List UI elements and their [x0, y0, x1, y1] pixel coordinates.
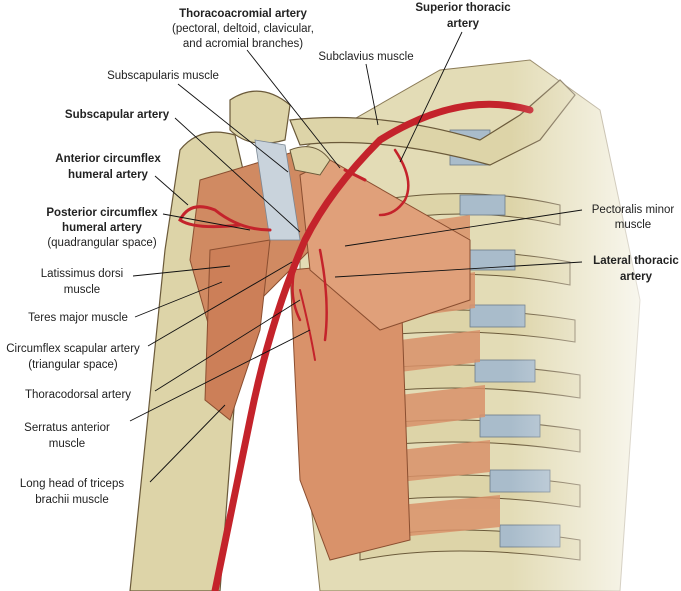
- labels: Thoracoacromial artery (pectoral, deltoi…: [6, 2, 679, 506]
- label-pectoralis-minor-2: muscle: [615, 219, 651, 231]
- label-anterior-circumflex-1: Anterior circumflex: [55, 153, 161, 165]
- label-pectoralis-minor-1: Pectoralis minor: [592, 204, 675, 216]
- label-posterior-circumflex-1: Posterior circumflex: [46, 207, 158, 219]
- label-triceps-1: Long head of triceps: [20, 478, 124, 490]
- label-lateral-thoracic-2: artery: [620, 271, 653, 283]
- label-circumflex-scapular-2: (triangular space): [28, 359, 118, 371]
- label-lateral-thoracic-1: Lateral thoracic: [593, 255, 679, 267]
- label-subscapularis: Subscapularis muscle: [107, 70, 219, 82]
- label-thoracoacromial-branches-2: and acromial branches): [183, 38, 303, 50]
- label-subscapular-artery: Subscapular artery: [65, 109, 170, 121]
- label-teres-major: Teres major muscle: [28, 312, 128, 324]
- leader-lines: [129, 31, 583, 483]
- label-thoracoacromial-branches-1: (pectoral, deltoid, clavicular,: [172, 23, 314, 35]
- label-latissimus-1: Latissimus dorsi: [41, 268, 123, 280]
- label-posterior-circumflex-2: humeral artery: [62, 222, 143, 234]
- label-thoracodorsal: Thoracodorsal artery: [25, 389, 131, 401]
- label-serratus-1: Serratus anterior: [24, 422, 110, 434]
- label-superior-thoracic-2: artery: [447, 18, 480, 30]
- label-posterior-circumflex-3: (quadrangular space): [47, 237, 156, 249]
- label-anterior-circumflex-2: humeral artery: [68, 169, 149, 181]
- label-serratus-2: muscle: [49, 438, 85, 450]
- label-thoracoacromial-artery: Thoracoacromial artery: [179, 8, 307, 20]
- label-triceps-2: brachii muscle: [35, 494, 109, 506]
- label-superior-thoracic-1: Superior thoracic: [415, 2, 511, 14]
- label-subclavius: Subclavius muscle: [318, 51, 413, 63]
- label-circumflex-scapular-1: Circumflex scapular artery: [6, 343, 140, 355]
- label-latissimus-2: muscle: [64, 284, 100, 296]
